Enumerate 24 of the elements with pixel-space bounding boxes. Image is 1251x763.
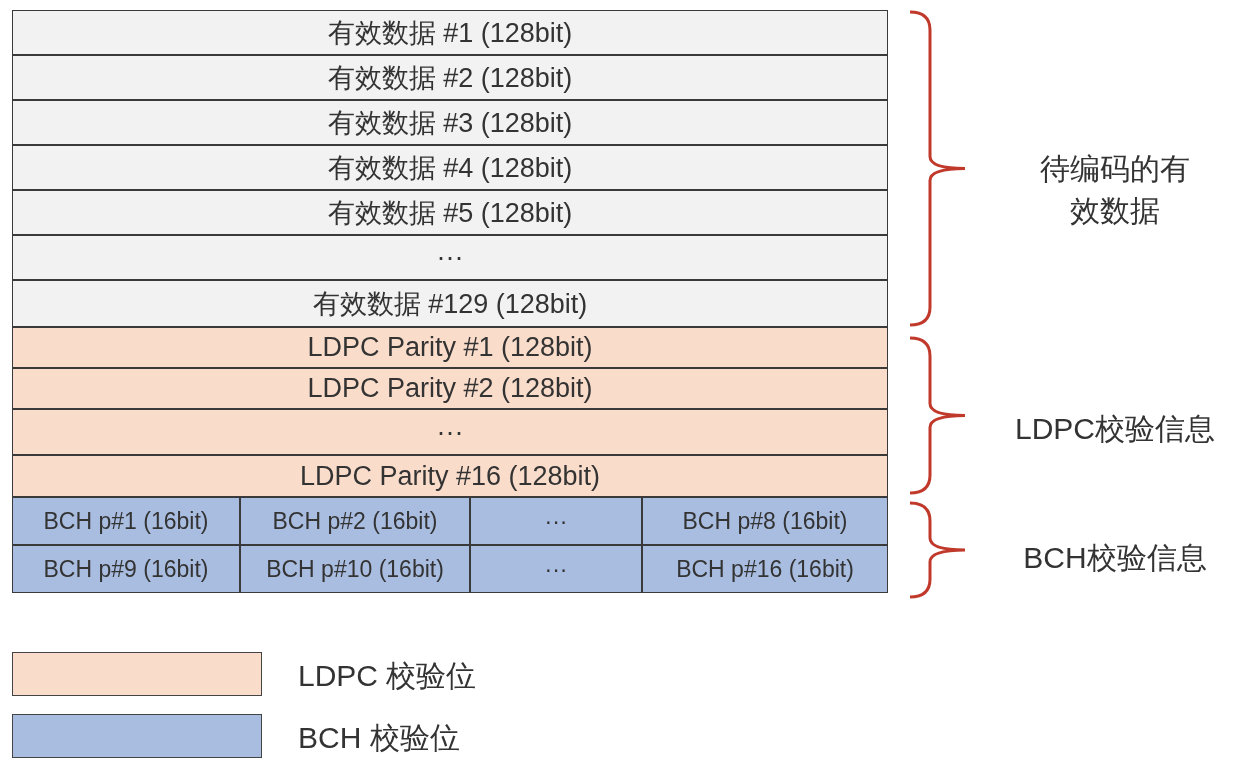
- table-row-cell: LDPC Parity #16 (128bit): [12, 455, 888, 497]
- table-row-cell: BCH p#16 (16bit): [642, 545, 888, 593]
- table-row-cell: 有效数据 #5 (128bit): [12, 190, 888, 235]
- table-row-cell: BCH p#9 (16bit): [12, 545, 240, 593]
- table-row-cell: BCH p#2 (16bit): [240, 497, 470, 545]
- table-row-cell: 有效数据 #4 (128bit): [12, 145, 888, 190]
- group-label: 待编码的有效数据: [1040, 151, 1190, 229]
- group-label: BCH校验信息: [1022, 540, 1208, 576]
- table-row-cell: LDPC Parity #1 (128bit): [12, 327, 888, 368]
- table-row-cell: ···: [12, 235, 888, 280]
- group-label: LDPC校验信息: [1014, 411, 1216, 447]
- table-row-cell: 有效数据 #2 (128bit): [12, 55, 888, 100]
- table-row-cell: LDPC Parity #2 (128bit): [12, 368, 888, 409]
- table-row-cell: ···: [12, 409, 888, 455]
- table-row-cell: 有效数据 #3 (128bit): [12, 100, 888, 145]
- table-row-cell: 有效数据 #129 (128bit): [12, 280, 888, 327]
- table-row-cell: ···: [470, 545, 642, 593]
- legend-label: BCH 校验位: [298, 720, 460, 756]
- table-row-cell: 有效数据 #1 (128bit): [12, 10, 888, 55]
- table-row-cell: BCH p#1 (16bit): [12, 497, 240, 545]
- table-row-cell: BCH p#8 (16bit): [642, 497, 888, 545]
- legend-label: LDPC 校验位: [298, 658, 477, 694]
- table-row-cell: BCH p#10 (16bit): [240, 545, 470, 593]
- table-row-cell: ···: [470, 497, 642, 545]
